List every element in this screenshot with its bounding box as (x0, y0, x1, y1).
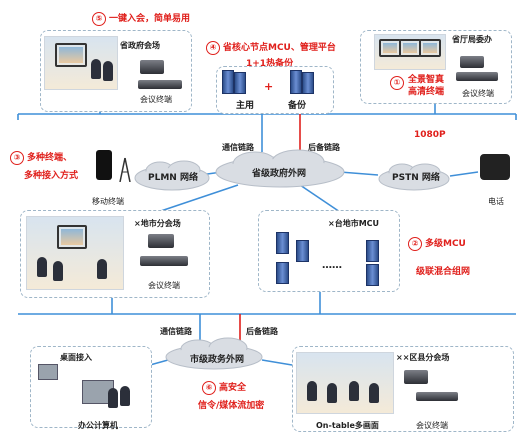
telepresence-room-photo (374, 34, 446, 70)
telephone-label: 电话 (488, 197, 504, 206)
server-icon (366, 240, 379, 262)
feature-1-marker: ① (390, 76, 407, 90)
prov-gov-room-photo (44, 36, 118, 90)
marker-3-icon: ③ (10, 151, 24, 165)
main-label: 主用 (236, 101, 255, 111)
city-branch-label: ×地市分会场 (134, 219, 181, 228)
mobile-phone-icon (96, 150, 112, 180)
comm-link-top-label: 通信链路 (222, 143, 254, 152)
cascade-label: 级联混合组网 (416, 267, 471, 277)
marker-2-icon: ② (408, 237, 422, 251)
server-icon (296, 240, 309, 262)
server-icon (302, 72, 314, 94)
conference-terminal-icon (416, 392, 458, 401)
server-icon (222, 70, 234, 94)
server-icon (366, 264, 379, 286)
conference-terminal-icon (138, 80, 182, 89)
mcu-codec-icon (404, 370, 428, 384)
antenna-tower-icon (119, 157, 131, 182)
marker-1-icon: ① (390, 76, 404, 90)
conf-terminal-left-label: 会议终端 (140, 95, 172, 104)
city-branch-room-photo (26, 216, 124, 290)
district-room-photo (296, 352, 394, 414)
pc-monitor-icon (38, 364, 58, 380)
pstn-label: PSTN 网络 (392, 173, 440, 183)
mcu-codec-icon (148, 234, 174, 248)
city-conf-terminal-label: 会议终端 (148, 281, 180, 290)
conf-terminal-right-label: 会议终端 (462, 89, 494, 98)
pstn-cloud-icon (378, 163, 450, 191)
hot-backup-label: 1+1热备份 (246, 59, 294, 69)
prov-gov-venue-label: 省政府会场 (120, 41, 160, 50)
backup-link-bottom-label: 后备链路 (246, 327, 278, 336)
plus-sign: + (264, 80, 274, 93)
district-branch-label: ××区县分会场 (396, 353, 450, 362)
desktop-access-label: 桌面接入 (60, 353, 92, 362)
city-gov-net-label: 市级政务外网 (190, 355, 245, 365)
prov-gov-net-label: 省级政府外网 (252, 169, 307, 179)
plmn-label: PLMN 网络 (148, 173, 198, 183)
ellipsis-dots: …… (322, 260, 342, 271)
marker-6-icon: ⑥ (202, 381, 216, 395)
conference-terminal-icon (140, 256, 188, 266)
conference-terminal-icon (456, 72, 498, 81)
access-methods-label: 多种接入方式 (24, 171, 79, 181)
server-icon (234, 72, 246, 94)
backup-link-top-label: 后备链路 (308, 143, 340, 152)
prov-gov-network-cloud-icon (215, 149, 345, 188)
server-icon (276, 232, 289, 254)
telephone-icon (480, 154, 510, 180)
city-mcu-label: ×台地市MCU (328, 219, 380, 228)
prov-dept-venue-label: 省厅局委办 (452, 35, 492, 44)
on-table-label: On-table多画面 (316, 421, 379, 430)
mcu-codec-icon (460, 56, 484, 68)
mcu-codec-icon (140, 60, 164, 74)
panorama-label: 全景智真 (408, 75, 445, 85)
office-pc-label: 办公计算机 (78, 421, 118, 430)
resolution-label: 1080P (414, 130, 446, 140)
marker-5-icon: ⑤ (92, 12, 106, 26)
server-icon (290, 70, 302, 94)
district-conf-terminal-label: 会议终端 (416, 421, 448, 430)
plmn-cloud-icon (134, 160, 210, 191)
city-gov-network-cloud-icon (165, 337, 263, 370)
marker-4-icon: ④ (206, 41, 220, 55)
server-icon (276, 262, 289, 284)
backup-label: 备份 (288, 101, 307, 111)
mobile-terminal-label: 移动终端 (92, 197, 124, 206)
comm-link-bottom-label: 通信链路 (160, 327, 192, 336)
hd-terminal-label: 高清终端 (408, 87, 445, 97)
encryption-label: 信令/媒体流加密 (198, 401, 265, 411)
